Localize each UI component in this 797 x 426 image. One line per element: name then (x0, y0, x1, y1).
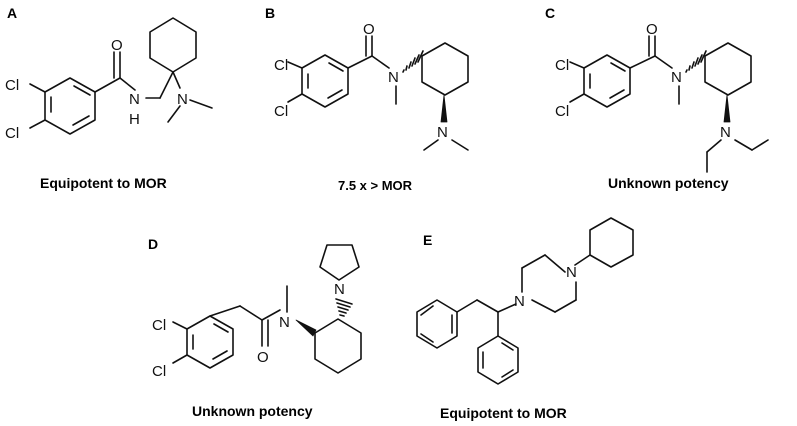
atom-n-amine: N (177, 91, 188, 108)
atom-o: O (257, 349, 269, 366)
atom-cl-2: Cl (274, 103, 288, 120)
atom-n: N (388, 69, 399, 86)
atom-cl-2: Cl (555, 103, 569, 120)
atom-cl-1: Cl (152, 317, 166, 334)
atom-n-pyrrolidine: N (334, 281, 345, 298)
atom-o: O (363, 21, 375, 38)
atom-n-amine: N (720, 124, 731, 141)
atom-cl-1: Cl (274, 57, 288, 74)
panel-d-label: D (148, 236, 159, 252)
panel-b-caption: 7.5 x > MOR (338, 178, 413, 193)
atom-n: N (279, 314, 290, 331)
atom-n-2: N (514, 293, 525, 310)
panel-d-caption: Unknown potency (192, 403, 313, 419)
panel-e-caption: Equipotent to MOR (440, 405, 567, 421)
panel-c-caption: Unknown potency (608, 175, 729, 191)
atom-n: N (129, 91, 140, 108)
panel-e-label: E (423, 232, 433, 248)
atom-cl-1: Cl (555, 57, 569, 74)
panel-c-label: C (545, 5, 556, 21)
atom-o: O (111, 37, 123, 54)
atom-cl-2: Cl (5, 125, 19, 142)
atom-n: N (671, 69, 682, 86)
panel-a-label: A (7, 5, 18, 21)
panel-a-caption: Equipotent to MOR (40, 175, 167, 191)
atom-cl-1: Cl (5, 77, 19, 94)
atom-cl-2: Cl (152, 363, 166, 380)
atom-h: H (129, 111, 140, 128)
atom-n-1: N (566, 264, 577, 281)
panel-b-label: B (265, 5, 276, 21)
atom-n-amine: N (437, 124, 448, 141)
atom-o: O (646, 21, 658, 38)
